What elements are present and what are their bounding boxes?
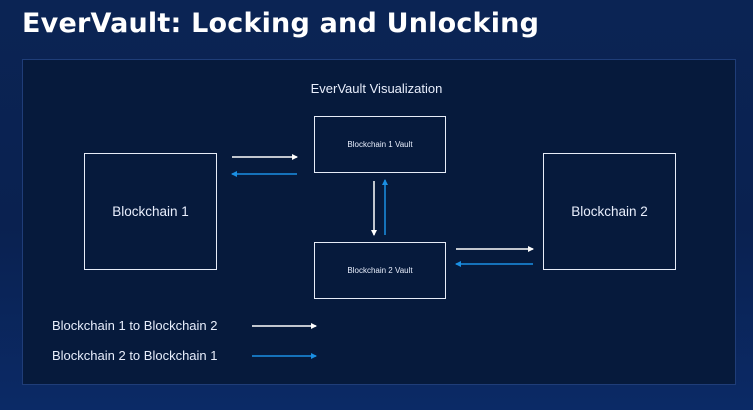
blockchain-2-vault-node: Blockchain 2 Vault: [314, 242, 446, 299]
blockchain-1-label: Blockchain 1: [112, 204, 189, 219]
diagram-panel: [22, 59, 736, 385]
legend-reverse-label: Blockchain 2 to Blockchain 1: [52, 348, 218, 363]
slide-title: EverVault: Locking and Unlocking: [22, 8, 540, 39]
blockchain-1-node: Blockchain 1: [84, 153, 217, 270]
diagram-title: EverVault Visualization: [310, 81, 443, 96]
legend-forward-label: Blockchain 1 to Blockchain 2: [52, 318, 218, 333]
blockchain-2-node: Blockchain 2: [543, 153, 676, 270]
blockchain-2-vault-label: Blockchain 2 Vault: [347, 266, 413, 275]
blockchain-1-vault-label: Blockchain 1 Vault: [347, 140, 413, 149]
blockchain-2-label: Blockchain 2: [571, 204, 648, 219]
blockchain-1-vault-node: Blockchain 1 Vault: [314, 116, 446, 173]
